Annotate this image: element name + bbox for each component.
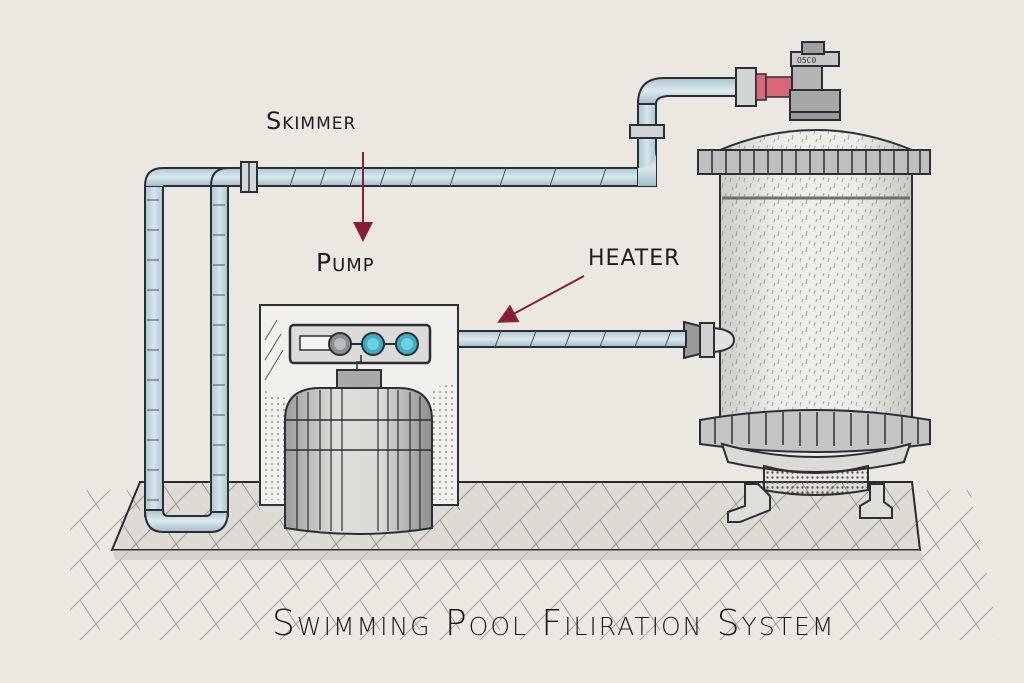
- tank-inlet-fitting: [683, 320, 736, 360]
- filter-tank: [683, 129, 931, 523]
- riser-coupling: [629, 124, 665, 139]
- tank-leg-right: [859, 483, 893, 519]
- red-connector: [765, 76, 793, 98]
- control-panel: [288, 323, 432, 370]
- top-flange: [697, 149, 931, 175]
- label-pump: Pump: [316, 248, 375, 277]
- top-supply-pipe: [240, 67, 793, 193]
- label-heater: HEATER: [588, 246, 681, 271]
- bottom-flange: [699, 409, 931, 453]
- valve-coupling: [735, 67, 757, 107]
- top-valve: O5C0: [789, 41, 841, 121]
- label-skimmer: Skimmer: [266, 107, 357, 135]
- pump-drum: [284, 369, 433, 535]
- skimmer-pipe: [143, 167, 246, 533]
- annotation-arrows: [353, 152, 585, 323]
- tank-leg-left: [727, 483, 771, 523]
- diagram-title: Swimming Pool Filiration System: [272, 603, 836, 644]
- arrow-heater: [497, 275, 585, 323]
- svg-text:O5C0: O5C0: [797, 56, 816, 65]
- heater-pipe: [457, 330, 687, 348]
